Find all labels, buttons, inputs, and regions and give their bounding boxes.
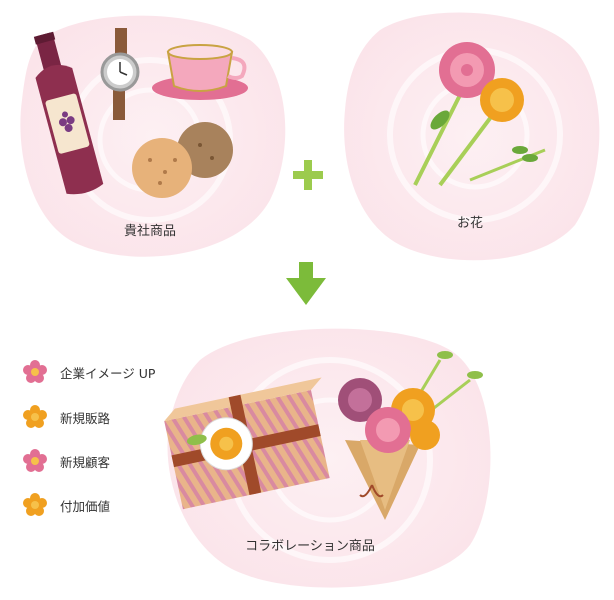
benefit-item: 企業イメージ UP [22,359,155,385]
plus-icon [293,160,323,190]
flower-bouquet-icon [413,42,546,187]
benefit-label: 企業イメージ UP [60,365,156,381]
down-arrow-icon [286,262,326,305]
wrapped-bouquet-icon [338,351,483,520]
benefit-label: 新規販路 [60,410,111,426]
pink-flower-icon [23,360,47,383]
company-products-label: 貴社商品 [123,224,176,239]
orange-flower-icon [23,493,47,516]
benefit-label: 新規顧客 [60,454,111,470]
wristwatch-icon [100,28,140,120]
benefit-item: 新規販路 [22,404,110,430]
benefit-item: 付加価値 [22,492,110,518]
teacup-icon [152,44,248,100]
flowers-label: お花 [456,216,483,231]
cookie-icon [132,122,233,198]
orange-flower-icon [23,405,47,428]
pink-flower-icon [23,449,47,472]
benefit-label: 付加価値 [60,498,111,514]
gift-box-icon [164,377,330,510]
benefit-item: 新規顧客 [22,448,110,474]
collaboration-label: コラボレーション商品 [245,539,375,554]
wine-bottle-icon [33,31,104,195]
